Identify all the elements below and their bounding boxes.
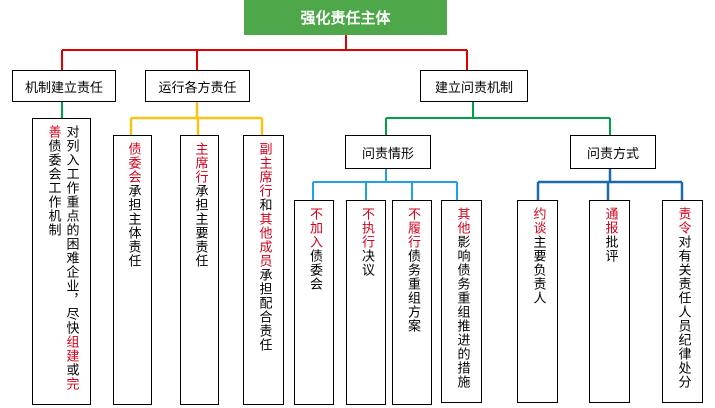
highlighted-text: 责令 <box>675 207 691 235</box>
highlighted-text: 通报 <box>602 207 618 235</box>
leaf-mechanism: 对列入工作重点的困难企业，尽快组建或完善债委会工作机制 <box>32 118 91 405</box>
text-segment: 承担配合责任 <box>256 268 272 352</box>
node-accountability-mechanism: 建立问责机制 <box>420 70 528 102</box>
highlighted-text: 其他 <box>454 207 470 235</box>
leaf-text: 其他影响债务重组推进的措施 <box>453 207 471 402</box>
leaf-case-not-execute: 不执行决议 <box>346 200 386 405</box>
leaf-vice-chair: 副主席行和其他成员承担配合责任 <box>243 135 284 405</box>
root-title: 强化责任主体 <box>244 0 447 35</box>
highlighted-text: 完善 <box>45 125 79 391</box>
text-segment: 影响债务重组推进的措施 <box>454 235 470 389</box>
highlighted-text: 不执行 <box>359 207 374 249</box>
leaf-committee: 债委会承担主体责任 <box>113 135 152 405</box>
text-segment: 对列入工作重点的困难企业，尽快 <box>63 125 79 335</box>
leaf-case-other: 其他影响债务重组推进的措施 <box>441 200 482 403</box>
text-segment: 或 <box>63 363 79 377</box>
text-segment: 对有关责任人员纪律处分 <box>675 235 691 389</box>
leaf-text: 不履行债务重组方案 <box>403 207 421 404</box>
text-segment: 主要负责人 <box>530 235 546 305</box>
leaf-text: 通报批评 <box>601 207 619 402</box>
text-segment: 债委会 <box>307 249 322 291</box>
node-operation-responsibility: 运行各方责任 <box>145 70 250 102</box>
highlighted-text: 副主席行 <box>256 142 272 198</box>
text-segment: 批评 <box>602 235 618 263</box>
leaf-method-discipline: 责令对有关责任人员纪律处分 <box>662 200 703 403</box>
green-connectors <box>61 101 611 135</box>
leaf-chair-bank: 主席行承担主要责任 <box>180 135 219 405</box>
blue-connectors <box>536 168 684 200</box>
leaf-text: 对列入工作重点的困难企业，尽快组建或完善债委会工作机制 <box>44 125 80 404</box>
text-segment: 承担主要责任 <box>192 184 208 268</box>
highlighted-text: 主席行 <box>192 142 208 184</box>
text-segment: 债委会工作机制 <box>45 139 61 237</box>
leaf-text: 不加入债委会 <box>305 207 323 404</box>
cyan-connectors <box>312 168 458 200</box>
leaf-text: 责令对有关责任人员纪律处分 <box>674 207 692 402</box>
leaf-text: 不执行决议 <box>357 207 375 404</box>
highlighted-text: 债委会 <box>125 142 141 184</box>
highlighted-text: 不履行 <box>405 207 420 249</box>
yellow-connectors <box>129 101 264 135</box>
leaf-text: 副主席行和其他成员承担配合责任 <box>255 142 273 404</box>
highlighted-text: 不加入 <box>307 207 322 249</box>
highlighted-text: 其他成员 <box>256 212 272 268</box>
leaf-case-not-perform: 不履行债务重组方案 <box>392 200 432 405</box>
highlighted-text: 约谈 <box>530 207 546 235</box>
text-segment: 承担主体责任 <box>125 184 141 268</box>
leaf-text: 约谈主要负责人 <box>529 207 547 402</box>
node-accountability-cases: 问责情形 <box>345 135 431 169</box>
node-accountability-methods: 问责方式 <box>570 135 656 169</box>
text-segment: 决议 <box>359 249 374 277</box>
red-connectors <box>61 35 468 70</box>
highlighted-text: 组建 <box>63 335 79 363</box>
leaf-method-notice: 通报批评 <box>589 200 630 403</box>
leaf-case-not-join: 不加入债委会 <box>294 200 334 405</box>
leaf-method-interview: 约谈主要负责人 <box>517 200 558 403</box>
text-segment: 和 <box>256 198 272 212</box>
leaf-text: 债委会承担主体责任 <box>124 142 142 404</box>
node-mechanism-responsibility: 机制建立责任 <box>12 70 116 102</box>
text-segment: 债务重组方案 <box>405 249 420 333</box>
leaf-text: 主席行承担主要责任 <box>191 142 209 404</box>
